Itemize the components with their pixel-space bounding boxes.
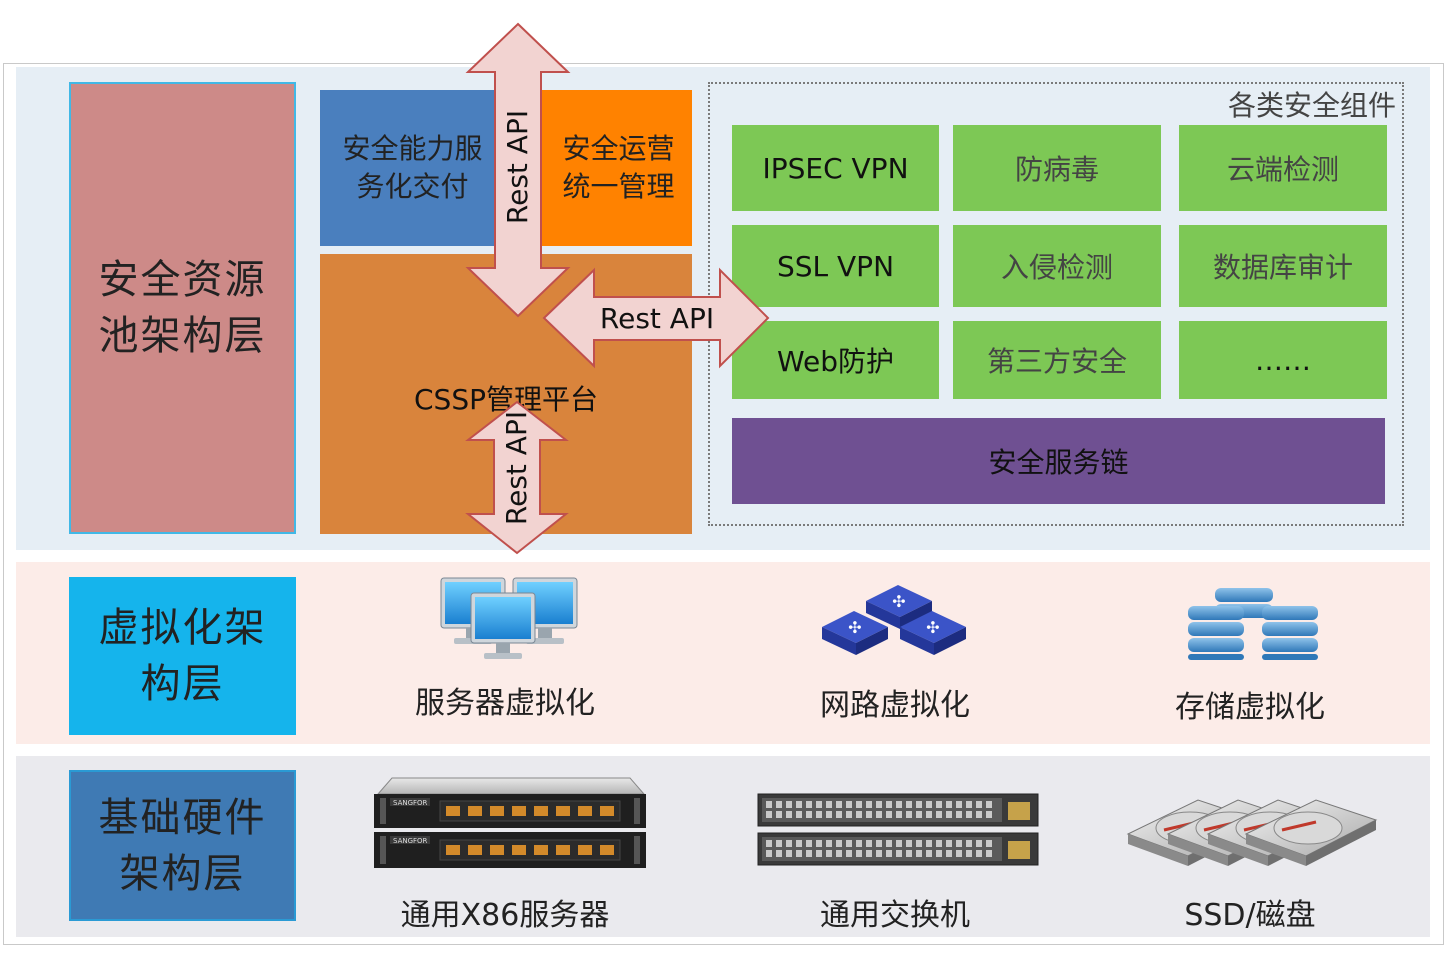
ops-management-text: 安全运营统一管理 [562,132,675,203]
top-api-label: Rest API [501,109,534,225]
components-title: 各类安全组件 [1227,89,1396,122]
server-virtualization-label: 服务器虚拟化 [415,686,595,721]
network-virtualization-label: 网路虚拟化 [820,688,970,723]
middle-api-label: Rest API [599,302,715,335]
storage-virtualization-label: 存储虚拟化 [1175,690,1325,725]
capability-service-block: 安全能力服务化交付 [320,90,505,246]
component-db-audit: 数据库审计 [1179,225,1387,307]
component-cloud-detection: 云端检测 [1179,125,1387,211]
component-third-party: 第三方安全 [953,321,1161,399]
security-layer-text: 安全资源池架构层 [98,257,267,359]
virtualization-layer-text: 虚拟化架构层 [98,605,267,707]
network-switch-label: 通用交换机 [820,898,970,933]
component-ssl-vpn: SSL VPN [732,225,939,307]
hardware-layer-text: 基础硬件架构层 [98,794,267,897]
security-service-chain: 安全服务链 [732,418,1385,504]
component-antivirus: 防病毒 [953,125,1161,211]
component-ipsec-vpn: IPSEC VPN [732,125,939,211]
component-intrusion-detection: 入侵检测 [953,225,1161,307]
disk-label: SSD/磁盘 [1184,898,1316,933]
capability-service-text: 安全能力服务化交付 [342,132,483,203]
hardware-layer-label: 基础硬件架构层 [69,770,296,921]
virtualization-layer-label: 虚拟化架构层 [69,577,296,735]
component-more: …… [1179,321,1387,399]
bottom-api-label: Rest API [500,410,533,526]
x86-server-label: 通用X86服务器 [400,898,610,933]
security-layer-label: 安全资源池架构层 [69,82,296,534]
component-web-protection: Web防护 [732,321,939,399]
